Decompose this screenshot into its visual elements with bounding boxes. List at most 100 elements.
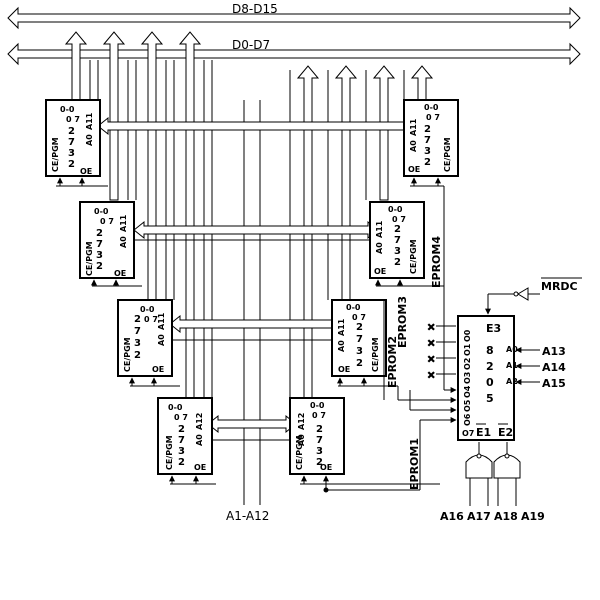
nand-gates [465, 442, 521, 506]
svg-text:2: 2 [356, 322, 363, 333]
svg-text:2: 2 [96, 261, 103, 272]
data-bus-low-label: D0-D7 [232, 38, 270, 52]
upper-address-a17: A17 [467, 510, 491, 523]
svg-text:7: 7 [356, 334, 363, 345]
svg-text:O6: O6 [463, 413, 472, 426]
svg-text:A0: A0 [337, 340, 346, 352]
svg-text:0-0: 0-0 [424, 103, 439, 112]
svg-text:OE: OE [80, 167, 92, 176]
svg-text:2: 2 [356, 358, 363, 369]
svg-text:A1: A1 [506, 361, 518, 370]
svg-text:2: 2 [316, 457, 323, 468]
svg-text:3: 3 [394, 246, 401, 257]
eprom-chip-right-4: 0-0 0 7 2 7 3 2 A0 A12 CE/PGM OE [289, 397, 345, 475]
svg-text:A11: A11 [119, 214, 128, 232]
svg-text:2: 2 [424, 124, 431, 135]
svg-text:0-0: 0-0 [388, 205, 403, 214]
svg-text:A11: A11 [337, 318, 346, 336]
svg-text:5: 5 [486, 392, 494, 405]
svg-text:2: 2 [134, 314, 141, 325]
svg-text:A0: A0 [506, 345, 518, 354]
svg-text:7: 7 [424, 135, 431, 146]
eprom-chip-left-1: 0-0 0 7 2 7 3 2 A0 A11 CE/PGM OE [45, 99, 101, 177]
svg-text:2: 2 [178, 424, 185, 435]
svg-text:3: 3 [356, 346, 363, 357]
svg-text:A0: A0 [375, 242, 384, 254]
svg-text:×: × [427, 338, 435, 349]
svg-text:O4: O4 [463, 385, 472, 398]
decoder-8205: E3 8 2 0 5 A0 A1 A2 O0 O1 O2 O3 O4 O5 O6… [457, 315, 518, 441]
svg-text:0 7: 0 7 [312, 411, 326, 420]
a14-label: A14 [542, 361, 566, 374]
svg-text:2: 2 [424, 157, 431, 168]
svg-text:0 7: 0 7 [426, 113, 440, 122]
mrdc-inverter [485, 277, 582, 315]
eprom-chip-left-2: 0-0 0 7 2 7 3 2 A0 A11 CE/PGM OE [79, 201, 135, 279]
svg-text:A0: A0 [409, 140, 418, 152]
svg-text:0 7: 0 7 [144, 315, 158, 324]
mrdc-label: MRDC [541, 280, 578, 293]
svg-text:2: 2 [394, 224, 401, 235]
svg-text:CE/PGM: CE/PGM [51, 137, 60, 172]
eprom-chip-right-2: 0-0 0 7 2 7 3 2 A0 A11 CE/PGM OE [369, 201, 425, 279]
decoder-routing: × × × × [383, 286, 457, 490]
data-bus-low: D0-D7 [7, 38, 581, 66]
data-bus-high-label: D8-D15 [232, 2, 278, 16]
svg-text:CE/PGM: CE/PGM [371, 337, 380, 372]
svg-text:O5: O5 [463, 399, 472, 412]
svg-text:7: 7 [394, 235, 401, 246]
svg-text:2: 2 [68, 159, 75, 170]
svg-text:A12: A12 [195, 413, 204, 430]
svg-text:CE/PGM: CE/PGM [295, 435, 304, 470]
svg-text:OE: OE [194, 463, 206, 472]
svg-text:3: 3 [68, 148, 75, 159]
svg-text:CE/PGM: CE/PGM [409, 239, 418, 274]
svg-text:2: 2 [486, 360, 494, 373]
svg-text:E3: E3 [486, 322, 501, 335]
svg-text:0 7: 0 7 [352, 313, 366, 322]
svg-text:2: 2 [134, 350, 141, 361]
svg-text:0 7: 0 7 [66, 115, 80, 124]
svg-text:A11: A11 [85, 112, 94, 130]
svg-text:O7: O7 [462, 429, 474, 438]
svg-text:OE: OE [152, 365, 164, 374]
svg-text:2: 2 [316, 424, 323, 435]
svg-text:CE/PGM: CE/PGM [443, 137, 452, 172]
svg-text:3: 3 [178, 446, 185, 457]
svg-text:CE/PGM: CE/PGM [165, 435, 174, 470]
svg-text:OE: OE [114, 269, 126, 278]
address-bus-trunk [97, 100, 417, 505]
eprom2-label: EPROM2 [386, 336, 399, 388]
svg-text:7: 7 [178, 435, 185, 446]
upper-address-a18: A18 [494, 510, 518, 523]
eprom-chip-right-1: 0-0 0 7 2 7 3 2 A0 A11 CE/PGM OE [403, 99, 459, 177]
address-inputs [515, 347, 540, 385]
svg-text:A11: A11 [409, 118, 418, 136]
address-bus-label: A1-A12 [226, 509, 269, 523]
svg-text:2: 2 [96, 228, 103, 239]
svg-text:0-0: 0-0 [94, 207, 109, 216]
svg-text:3: 3 [134, 338, 141, 349]
svg-text:0 7: 0 7 [100, 217, 114, 226]
svg-text:0-0: 0-0 [310, 401, 325, 410]
svg-text:O2: O2 [463, 358, 472, 370]
svg-text:3: 3 [96, 250, 103, 261]
svg-text:A0: A0 [157, 334, 166, 346]
a15-label: A15 [542, 377, 566, 390]
svg-text:2: 2 [178, 457, 185, 468]
svg-text:A12: A12 [297, 413, 306, 430]
svg-text:7: 7 [134, 326, 141, 337]
svg-text:CE/PGM: CE/PGM [123, 337, 132, 372]
svg-text:A2: A2 [506, 377, 518, 386]
svg-text:0 7: 0 7 [174, 413, 188, 422]
svg-text:0-0: 0-0 [140, 305, 155, 314]
svg-text:0-0: 0-0 [346, 303, 361, 312]
data-bus-high: D8-D15 [7, 2, 581, 30]
svg-text:O1: O1 [463, 343, 472, 356]
eprom-chip-left-3: 0-0 0 7 2 7 3 2 A0 A11 CE/PGM OE [117, 299, 173, 377]
svg-text:OE: OE [408, 165, 420, 174]
svg-text:0-0: 0-0 [60, 105, 75, 114]
svg-text:2: 2 [68, 126, 75, 137]
a13-label: A13 [542, 345, 566, 358]
